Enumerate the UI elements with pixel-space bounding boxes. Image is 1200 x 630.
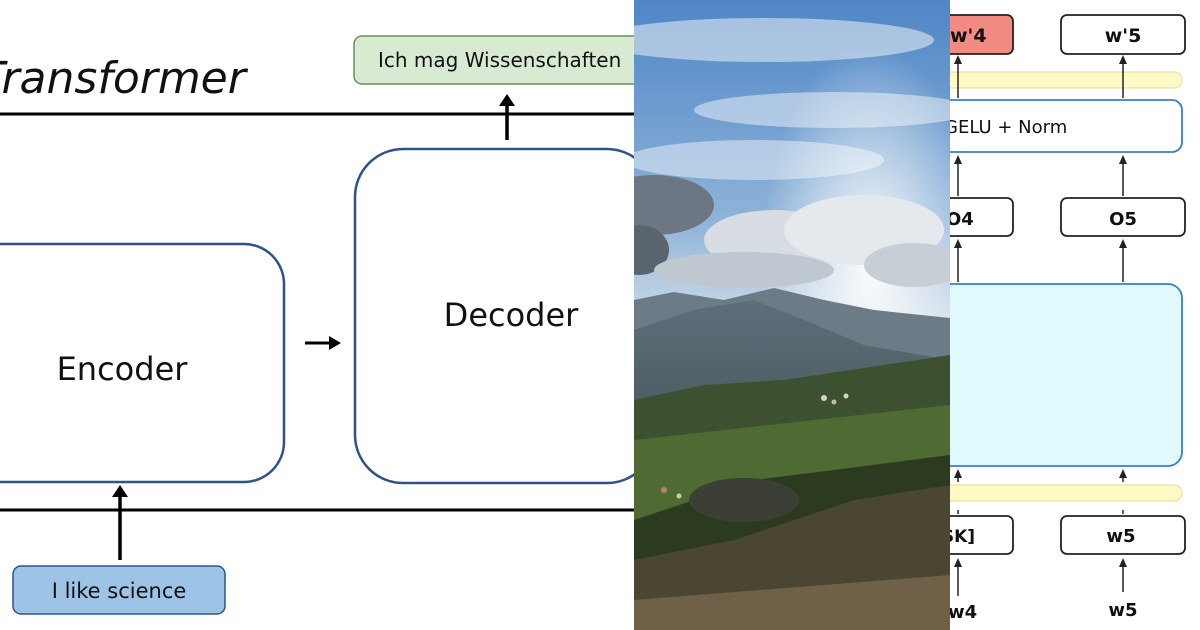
decoder-output-arrow-head bbox=[499, 94, 515, 106]
input-label-box bbox=[12, 565, 226, 615]
village-house bbox=[661, 487, 667, 493]
village-house bbox=[843, 393, 849, 399]
landscape-photo-image bbox=[634, 0, 950, 630]
top-embedding-bar bbox=[950, 71, 1183, 89]
encoder-box bbox=[0, 242, 286, 484]
gelu-norm-box bbox=[950, 99, 1183, 153]
arrowhead bbox=[954, 55, 962, 64]
arrowhead bbox=[1119, 55, 1127, 64]
arrowhead bbox=[1119, 558, 1127, 567]
masked-lm-diagram-panel: w'4 w'5 GELU + Norm O4 O5 bbox=[950, 0, 1200, 630]
rock-outcrop bbox=[689, 478, 799, 522]
arrowhead bbox=[954, 155, 962, 164]
raw-input-w5: w5 bbox=[1108, 600, 1137, 621]
output-o5: O5 bbox=[1109, 209, 1137, 230]
output-label-box bbox=[353, 35, 634, 85]
diagram-title: Transformer bbox=[0, 53, 249, 104]
landscape-photo bbox=[634, 0, 950, 630]
cloud bbox=[654, 252, 834, 288]
transformer-diagram: Transformer Ich mag Wissenschaften Decod… bbox=[0, 35, 634, 615]
encoder-decoder-arrow-head bbox=[329, 336, 341, 350]
input-encoder-arrow-head bbox=[112, 485, 128, 497]
predicted-token-w4: w'4 bbox=[950, 25, 987, 47]
dark-cloud bbox=[634, 175, 714, 235]
village-house bbox=[821, 395, 827, 401]
mask-token-box bbox=[950, 515, 1014, 555]
predicted-token-w5-box bbox=[1060, 14, 1186, 55]
village-house bbox=[676, 493, 682, 499]
transformer-encoder-box bbox=[950, 283, 1183, 467]
village-house bbox=[831, 399, 837, 405]
arrowhead bbox=[954, 469, 962, 478]
arrowhead bbox=[1119, 469, 1127, 478]
predicted-token-w5: w'5 bbox=[1105, 25, 1142, 47]
dark-cloud bbox=[634, 225, 669, 275]
foreground-grass bbox=[634, 575, 950, 630]
output-o4: O4 bbox=[950, 209, 974, 230]
cloud bbox=[864, 243, 950, 287]
decoder-label: Decoder bbox=[444, 296, 580, 334]
raw-input-w4: w4 bbox=[950, 602, 977, 623]
output-o4-box bbox=[950, 197, 1014, 237]
transformer-diagram-panel: Transformer Ich mag Wissenschaften Decod… bbox=[0, 35, 634, 615]
arrowhead bbox=[954, 239, 962, 248]
gelu-norm-label: GELU + Norm bbox=[950, 117, 1067, 138]
input-w5-box bbox=[1060, 515, 1186, 555]
arrowhead bbox=[1119, 239, 1127, 248]
decoder-box bbox=[353, 147, 634, 485]
output-label: Ich mag Wissenschaften bbox=[378, 48, 621, 72]
arrowhead bbox=[954, 558, 962, 567]
input-w5-box-label: w5 bbox=[1106, 526, 1135, 547]
predicted-token-w4-box bbox=[950, 14, 1014, 55]
mask-token: [MASK] bbox=[950, 527, 975, 547]
encoder-label: Encoder bbox=[57, 350, 189, 388]
masked-lm-diagram: w'4 w'5 GELU + Norm O4 O5 bbox=[950, 14, 1186, 623]
output-o5-box bbox=[1060, 197, 1186, 237]
input-label: I like science bbox=[52, 579, 187, 603]
arrowhead bbox=[1119, 155, 1127, 164]
bottom-embedding-bar bbox=[950, 484, 1183, 502]
